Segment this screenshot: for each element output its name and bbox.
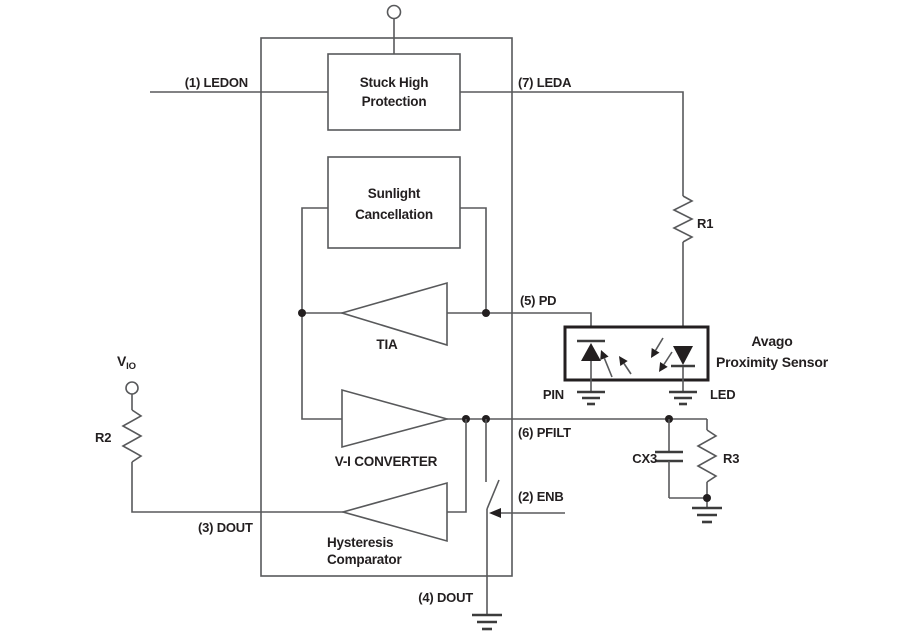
sensor-title-line2: Proximity Sensor	[716, 354, 829, 370]
switch-blade	[486, 479, 500, 510]
arrow-shaft	[654, 337, 664, 351]
arrow-shaft	[663, 351, 673, 365]
sunlight-label-line1: Sunlight	[368, 186, 421, 201]
led-triangle	[673, 346, 693, 365]
pin4-dout-label: (4) DOUT	[418, 590, 473, 605]
resistor-r1-icon	[672, 195, 694, 346]
pin5-pd-label: (5) PD	[520, 293, 556, 308]
sunlight-cancellation-block	[327, 156, 461, 249]
led-diode-label: LED	[710, 387, 735, 402]
ground-led-icon	[669, 390, 697, 406]
stuck-high-label-line1: Stuck High	[360, 75, 429, 90]
photodiode-icon	[577, 339, 605, 392]
sensor-title-line1: Avago	[751, 333, 792, 349]
tia-amplifier-icon	[339, 281, 448, 347]
arrow-head	[600, 350, 609, 360]
vi-converter-amplifier-icon	[341, 388, 451, 449]
junction-dot	[703, 494, 711, 502]
arrow-head	[651, 348, 660, 358]
cx3-label: CX3	[632, 451, 657, 466]
dout3-wire	[131, 462, 343, 513]
arrow-head	[659, 362, 668, 372]
ground-r3-icon	[692, 506, 722, 524]
enb-switch-icon	[485, 419, 500, 615]
pin1-ledon-label: (1) LEDON	[185, 75, 248, 90]
stuck-high-protection-block	[327, 53, 461, 131]
tia-label: TIA	[376, 337, 398, 352]
vio-terminal-circle-icon	[125, 381, 139, 395]
incoming-light-arrows-icon	[600, 350, 632, 378]
pin2-enb-label: (2) ENB	[518, 489, 564, 504]
stuck-high-label-line2: Protection	[362, 94, 427, 109]
arrow-shaft	[603, 357, 613, 378]
hysteresis-label-line1: Hysteresis	[327, 535, 393, 550]
sunlight-right-feedback-wire	[460, 207, 487, 313]
pin3-dout-label: (3) DOUT	[198, 520, 253, 535]
pin6-pfilt-label: (6) PFILT	[518, 425, 571, 440]
top-terminal-circle-icon	[386, 4, 402, 20]
enb-arrow-icon	[489, 508, 565, 518]
enb-arrowhead	[489, 508, 501, 518]
r2-label: R2	[95, 430, 111, 445]
emitted-light-arrows-icon	[651, 337, 673, 372]
junction-dot	[298, 309, 306, 317]
leda-wire	[460, 91, 684, 196]
pin7-leda-label: (7) LEDA	[518, 75, 572, 90]
vio-label: VIO	[117, 353, 136, 372]
arrow-shaft	[623, 363, 632, 375]
r1-zigzag	[672, 195, 694, 243]
led-diode-icon	[671, 346, 695, 392]
top-terminal	[386, 4, 402, 54]
capacitor-cx3-icon	[655, 419, 683, 498]
ground-pin-icon	[577, 390, 605, 406]
r3-label: R3	[723, 451, 739, 466]
hysteresis-comparator-icon	[340, 481, 448, 543]
vi-converter-label: V-I CONVERTER	[335, 454, 438, 469]
photodiode-triangle	[581, 343, 601, 361]
ground-dout4-icon	[472, 613, 502, 631]
arrow-head	[619, 356, 628, 366]
pin-diode-label: PIN	[543, 387, 564, 402]
sunlight-label-line2: Cancellation	[355, 207, 433, 222]
hysteresis-label-line2: Comparator	[327, 552, 402, 567]
r2-zigzag	[121, 409, 143, 463]
r1-label: R1	[697, 216, 713, 231]
r3-zigzag	[696, 429, 718, 483]
resistor-r2-icon	[121, 394, 143, 463]
junction-dot	[482, 309, 490, 317]
hysteresis-input-wire	[447, 419, 467, 513]
